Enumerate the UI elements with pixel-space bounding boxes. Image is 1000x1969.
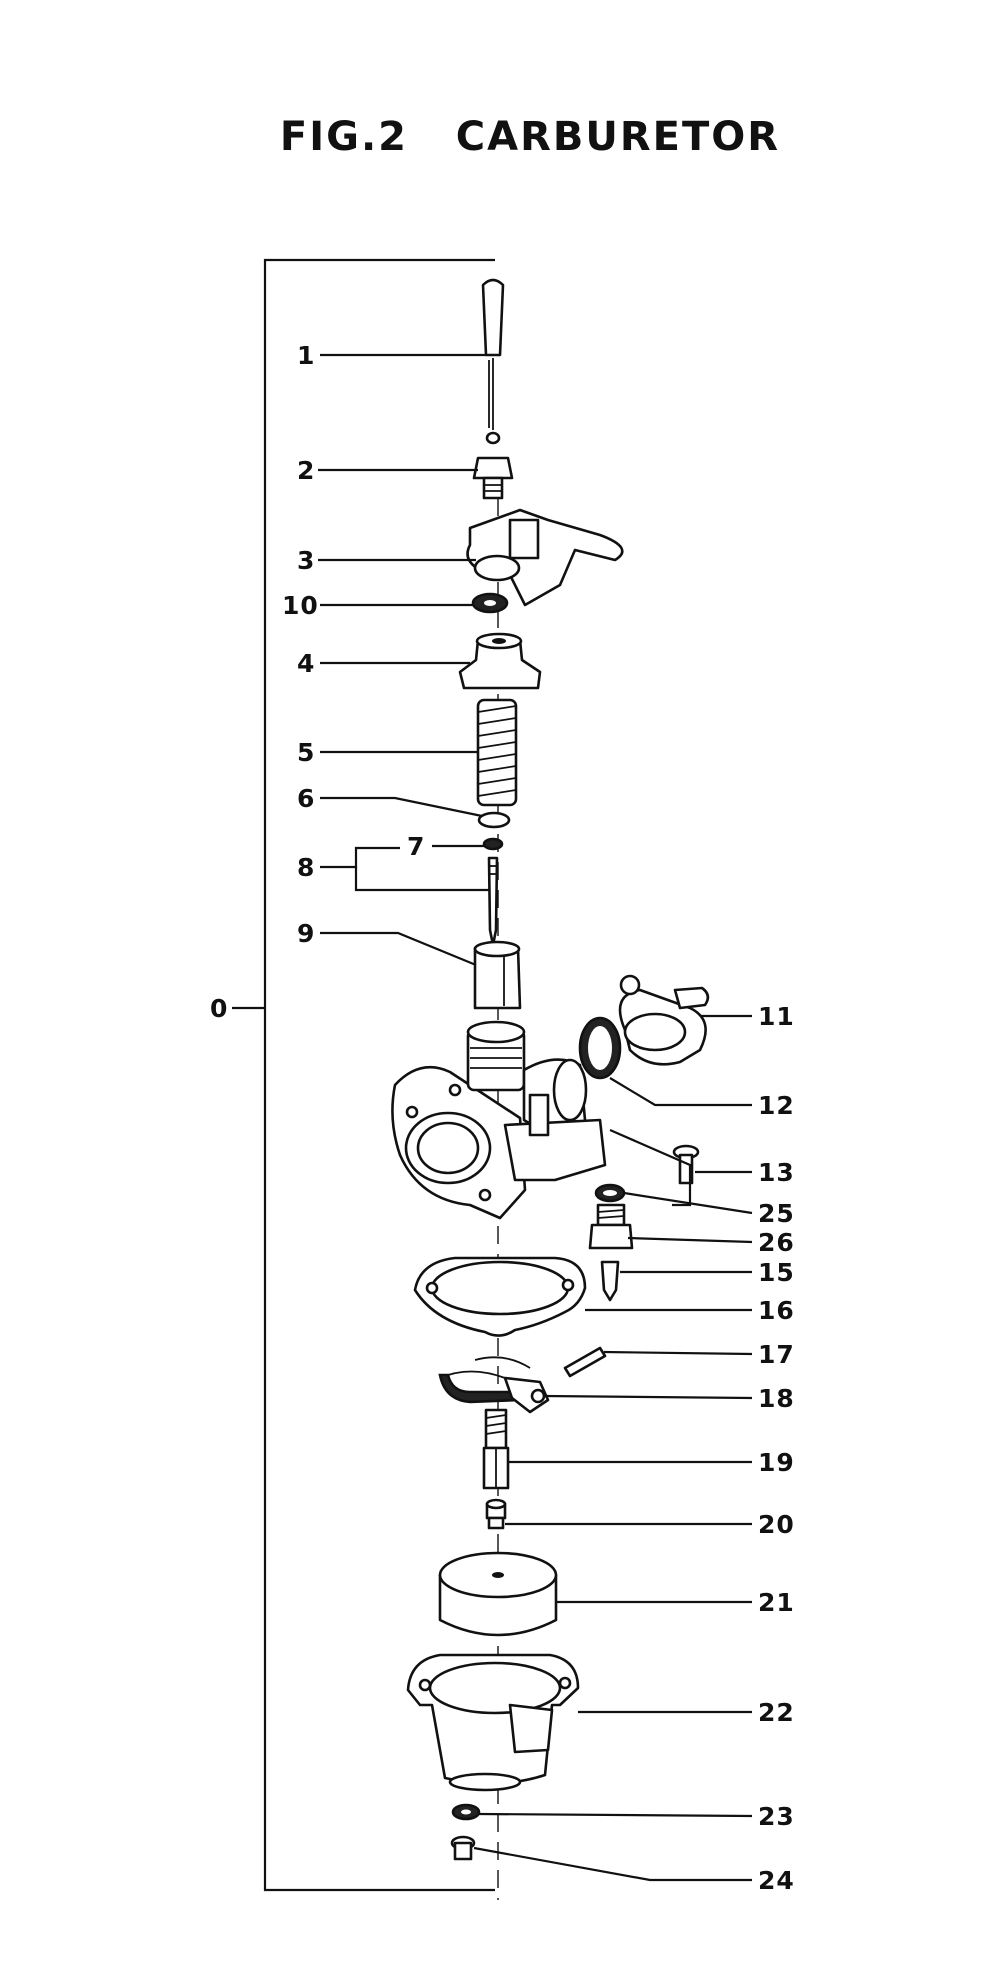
part-number: 20 (758, 1510, 795, 1539)
part-number: 17 (758, 1340, 795, 1369)
part-25-drawing (594, 1183, 626, 1203)
part-21-drawing (438, 1551, 558, 1637)
part-7-drawing (482, 837, 504, 851)
part-number: 11 (758, 1002, 795, 1031)
part-18-drawing (438, 1356, 550, 1414)
part-12-drawing (578, 1016, 622, 1080)
part-number: 10 (282, 591, 319, 620)
part-26-drawing (588, 1203, 634, 1250)
part-number: 5 (297, 738, 315, 767)
part-10-drawing (471, 592, 509, 614)
part-number: 21 (758, 1588, 795, 1617)
part-number: 23 (758, 1802, 795, 1831)
assembly-bracket (232, 258, 495, 1892)
part-number: 6 (297, 784, 315, 813)
part-4-drawing (458, 632, 542, 690)
part-23-drawing (451, 1803, 481, 1821)
part-5-drawing (476, 698, 518, 807)
part-number: 25 (758, 1199, 795, 1228)
part-17-drawing (563, 1346, 607, 1378)
part-24-drawing (450, 1835, 476, 1861)
part-number: 22 (758, 1698, 795, 1727)
leader-lines (318, 353, 753, 1882)
part-number: 1 (297, 341, 315, 370)
part-number: 13 (758, 1158, 795, 1187)
part-number: 7 (407, 832, 425, 861)
part-3-drawing (466, 508, 624, 607)
part-number: 18 (758, 1384, 795, 1413)
part-15-drawing (600, 1260, 620, 1302)
part-20-drawing (485, 1498, 507, 1530)
part-16-drawing (413, 1256, 587, 1337)
part-number: 16 (758, 1296, 795, 1325)
part-19-drawing (482, 1408, 510, 1490)
part-number: 15 (758, 1258, 795, 1287)
part-22-drawing (406, 1653, 580, 1792)
part-number: 3 (297, 546, 315, 575)
part-number: 2 (297, 456, 315, 485)
part-number: 19 (758, 1448, 795, 1477)
carburetor-body-drawing (391, 1020, 607, 1220)
part-2-drawing (472, 456, 514, 500)
part-11-drawing (618, 974, 710, 1066)
part-number: 24 (758, 1866, 795, 1895)
part-13-drawing (672, 1144, 700, 1185)
part-number: 0 (210, 994, 228, 1023)
part-8-drawing (487, 856, 499, 947)
part-number: 8 (297, 853, 315, 882)
figure-title: FIG.2 CARBURETOR (280, 114, 780, 160)
part-number: 9 (297, 919, 315, 948)
part-1-drawing (481, 278, 505, 445)
part-number: 4 (297, 649, 315, 678)
part-number: 26 (758, 1228, 795, 1257)
part-9-drawing (473, 940, 522, 1010)
part-6-drawing (477, 811, 511, 829)
part-number: 12 (758, 1091, 795, 1120)
part-number-labels: 0 1 2 3 10 4 5 6 7 8 9 11 12 13 25 26 15… (210, 341, 795, 1895)
